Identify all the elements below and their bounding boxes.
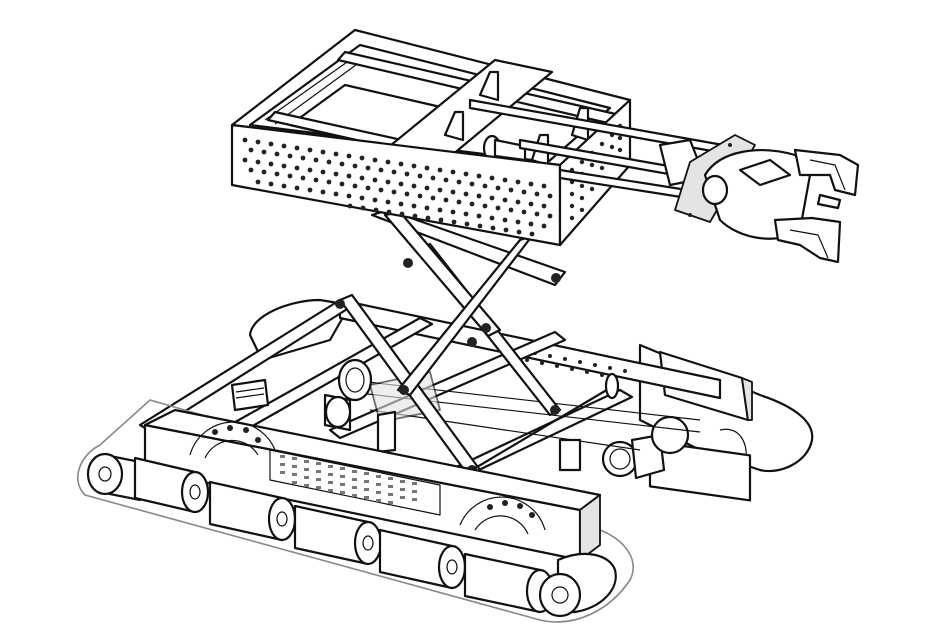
top-platform [230,28,632,247]
roller-1 [86,452,142,502]
perforated-side-panel [269,449,441,516]
roller-3 [208,480,297,542]
roller-7-idler [538,552,617,618]
roller-2 [133,456,210,514]
sprocket-rear [189,421,276,459]
gripper [674,134,860,264]
roller-4 [293,504,383,566]
left-track [76,399,634,623]
sprocket-front [459,496,546,535]
motor-box-left [230,378,270,412]
drive-motor-center [323,358,373,432]
perforation-holes-front [242,137,553,237]
roller-5 [378,528,467,590]
scissor-lift [335,208,620,477]
